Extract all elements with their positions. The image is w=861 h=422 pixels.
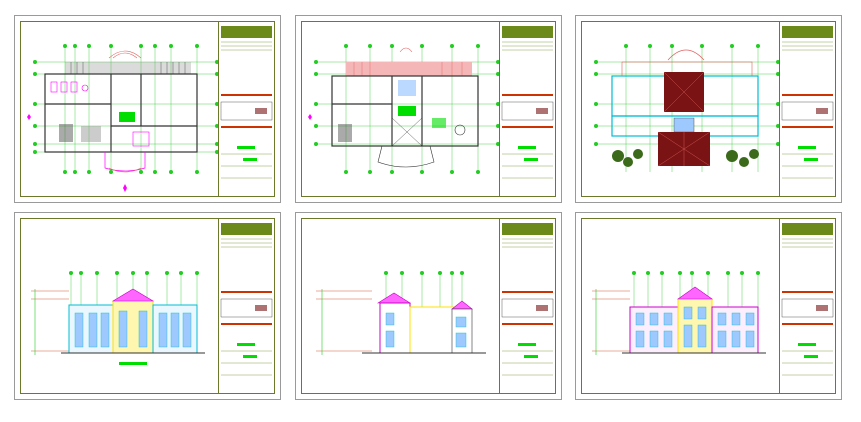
drawing-frame (20, 218, 275, 394)
grid-bubble-icon (33, 44, 219, 174)
grid-bubble-icon (69, 271, 199, 275)
front-elevation-drawing (31, 271, 205, 365)
roof-plan-drawing (594, 44, 780, 172)
north-arrow-icon (308, 114, 312, 120)
rear-elevation-drawing (592, 271, 766, 355)
title-block (779, 22, 835, 196)
north-arrow-icon (27, 114, 31, 120)
grid-bubble-icon (384, 271, 464, 275)
upper-floor-plan-drawing (308, 44, 500, 174)
drawing-frame (581, 218, 836, 394)
title-block (218, 22, 274, 196)
title-block (499, 22, 555, 196)
sheet-side-elevation[interactable] (295, 212, 562, 400)
sheet-front-elevation[interactable] (14, 212, 281, 400)
ground-floor-plan-drawing (27, 44, 219, 192)
drawing-frame (581, 21, 836, 197)
sheet-ground-floor-plan[interactable] (14, 15, 281, 203)
sheet-upper-floor-plan[interactable] (295, 15, 562, 203)
sheet-roof-plan[interactable] (575, 15, 842, 203)
drawing-frame (301, 218, 556, 394)
drawing-frame (20, 21, 275, 197)
sheet-rear-elevation[interactable] (575, 212, 842, 400)
drawing-frame (301, 21, 556, 197)
north-arrow-icon (123, 184, 127, 192)
grid-bubble-icon (632, 271, 760, 275)
title-block (499, 219, 555, 393)
title-block (779, 219, 835, 393)
side-elevation-drawing (316, 271, 486, 355)
title-block (218, 219, 274, 393)
